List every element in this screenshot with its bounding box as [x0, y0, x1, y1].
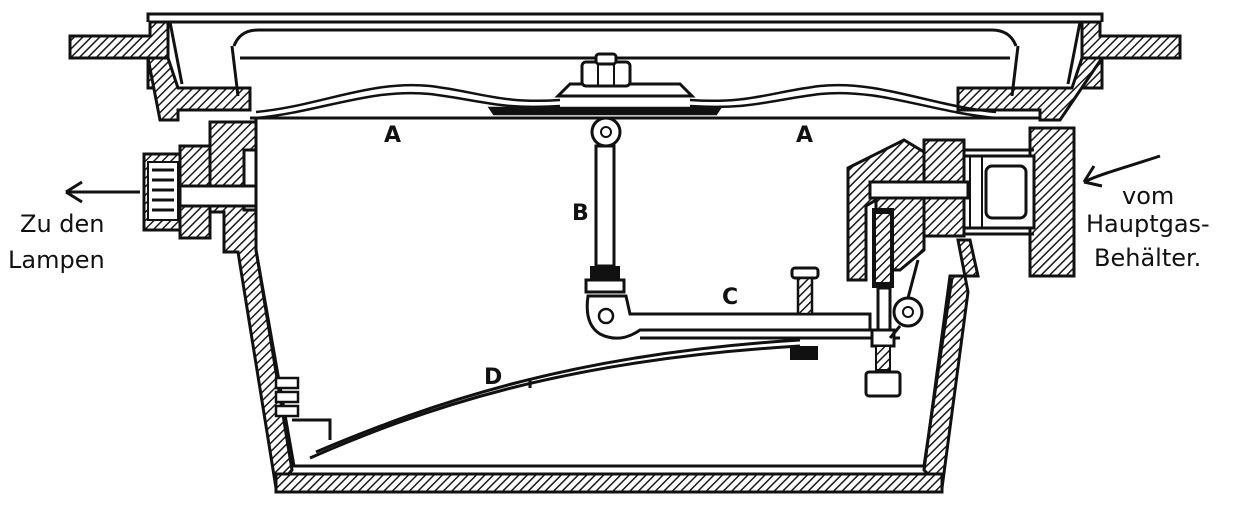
- label-d: D: [484, 365, 502, 390]
- inlet-arrow: [1082, 154, 1161, 188]
- bowl-bottom: [274, 472, 944, 494]
- caption-left-line2: Lampen: [8, 246, 105, 274]
- right-bowl-wall: [922, 238, 980, 492]
- cover: [146, 12, 1104, 120]
- housing: [68, 20, 1182, 494]
- label-c: C: [722, 285, 738, 310]
- inlet-valve-body: [846, 126, 1076, 282]
- right-upper-wall: [956, 56, 1105, 122]
- outlet-arrow: [65, 180, 140, 204]
- caption-right-line3: Behälter.: [1094, 244, 1201, 272]
- adjusting-screw: [790, 266, 820, 360]
- label-a-left: A: [384, 123, 401, 148]
- spring-clip: [274, 376, 332, 440]
- link-rod-b: [584, 116, 626, 294]
- outlet-fitting: [142, 144, 258, 240]
- caption-right-line2: Hauptgas-: [1086, 210, 1210, 238]
- right-flange: [1080, 20, 1182, 90]
- label-b: B: [572, 201, 589, 226]
- label-a-right: A: [796, 123, 813, 148]
- caption-right-line1: vom: [1122, 182, 1174, 210]
- center-nut: [554, 52, 696, 98]
- spring-d: [309, 338, 801, 460]
- diaphragm: [255, 83, 997, 120]
- lever-c: [585, 294, 900, 340]
- left-bowl-wall: [208, 120, 294, 492]
- left-upper-wall: [146, 56, 252, 122]
- valve-needle: [864, 208, 924, 398]
- caption-left-line1: Zu den: [20, 210, 105, 238]
